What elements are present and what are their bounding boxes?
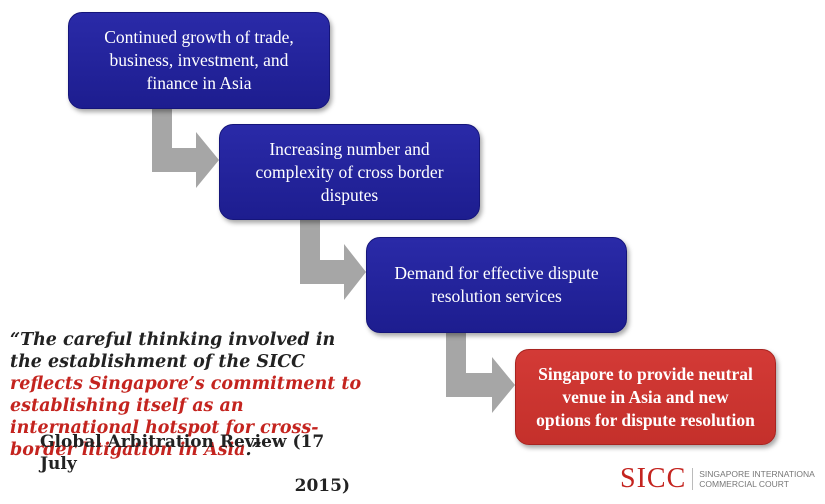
arrow-3 — [446, 333, 515, 413]
flow-step-1: Continued growth of trade, business, inv… — [68, 12, 330, 109]
sicc-logo: SICC SINGAPORE INTERNATIONA COMMERCIAL C… — [620, 463, 815, 494]
flow-step-2: Increasing number and complexity of cros… — [219, 124, 480, 220]
quote-source: Global Arbitration Review (17 July 2015) — [40, 431, 350, 497]
arrow-2 — [300, 220, 366, 300]
arrow-1 — [152, 109, 219, 188]
logo-name: SINGAPORE INTERNATIONA COMMERCIAL COURT — [699, 469, 815, 489]
quote-text: “The careful thinking involved in the es… — [10, 329, 370, 461]
quote-open: “The careful thinking involved in the es… — [10, 330, 336, 372]
logo-divider — [692, 468, 694, 490]
source-line-1: Global Arbitration Review (17 July — [40, 432, 325, 474]
quote-close: .” — [245, 440, 262, 460]
flow-step-3: Demand for effective dispute resolution … — [366, 237, 627, 333]
flow-step-4: Singapore to provide neutral venue in As… — [515, 349, 776, 445]
logo-mark: SICC — [620, 463, 687, 494]
quote-highlight: reflects Singapore’s commitment to estab… — [10, 374, 362, 460]
source-line-2: 2015) — [294, 476, 350, 496]
